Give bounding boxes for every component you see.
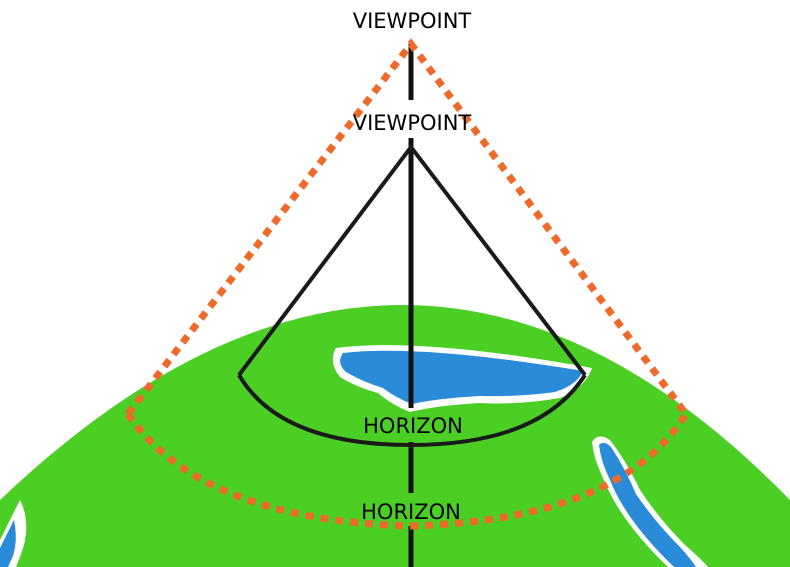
river-water: [599, 442, 696, 567]
far-viewpoint-label: VIEWPOINT: [353, 9, 472, 33]
left-coast-water: [0, 520, 16, 567]
near-viewpoint-label: VIEWPOINT: [353, 111, 472, 135]
near-horizon-arc: [237, 373, 587, 448]
near-view-sightlines: [237, 143, 587, 377]
left-coast: [0, 500, 27, 567]
far-view-sightlines: [125, 38, 689, 417]
near-view-cone: [237, 143, 587, 448]
lake: [332, 345, 592, 412]
earth-land: [0, 305, 790, 567]
near-horizon-label: HORIZON: [363, 414, 463, 438]
far-view-cone: [125, 38, 689, 530]
far-horizon-arc: [125, 412, 689, 530]
far-horizon-label: HORIZON: [361, 500, 461, 524]
lake-water: [340, 350, 583, 404]
river: [592, 436, 708, 567]
earth: [0, 305, 790, 567]
